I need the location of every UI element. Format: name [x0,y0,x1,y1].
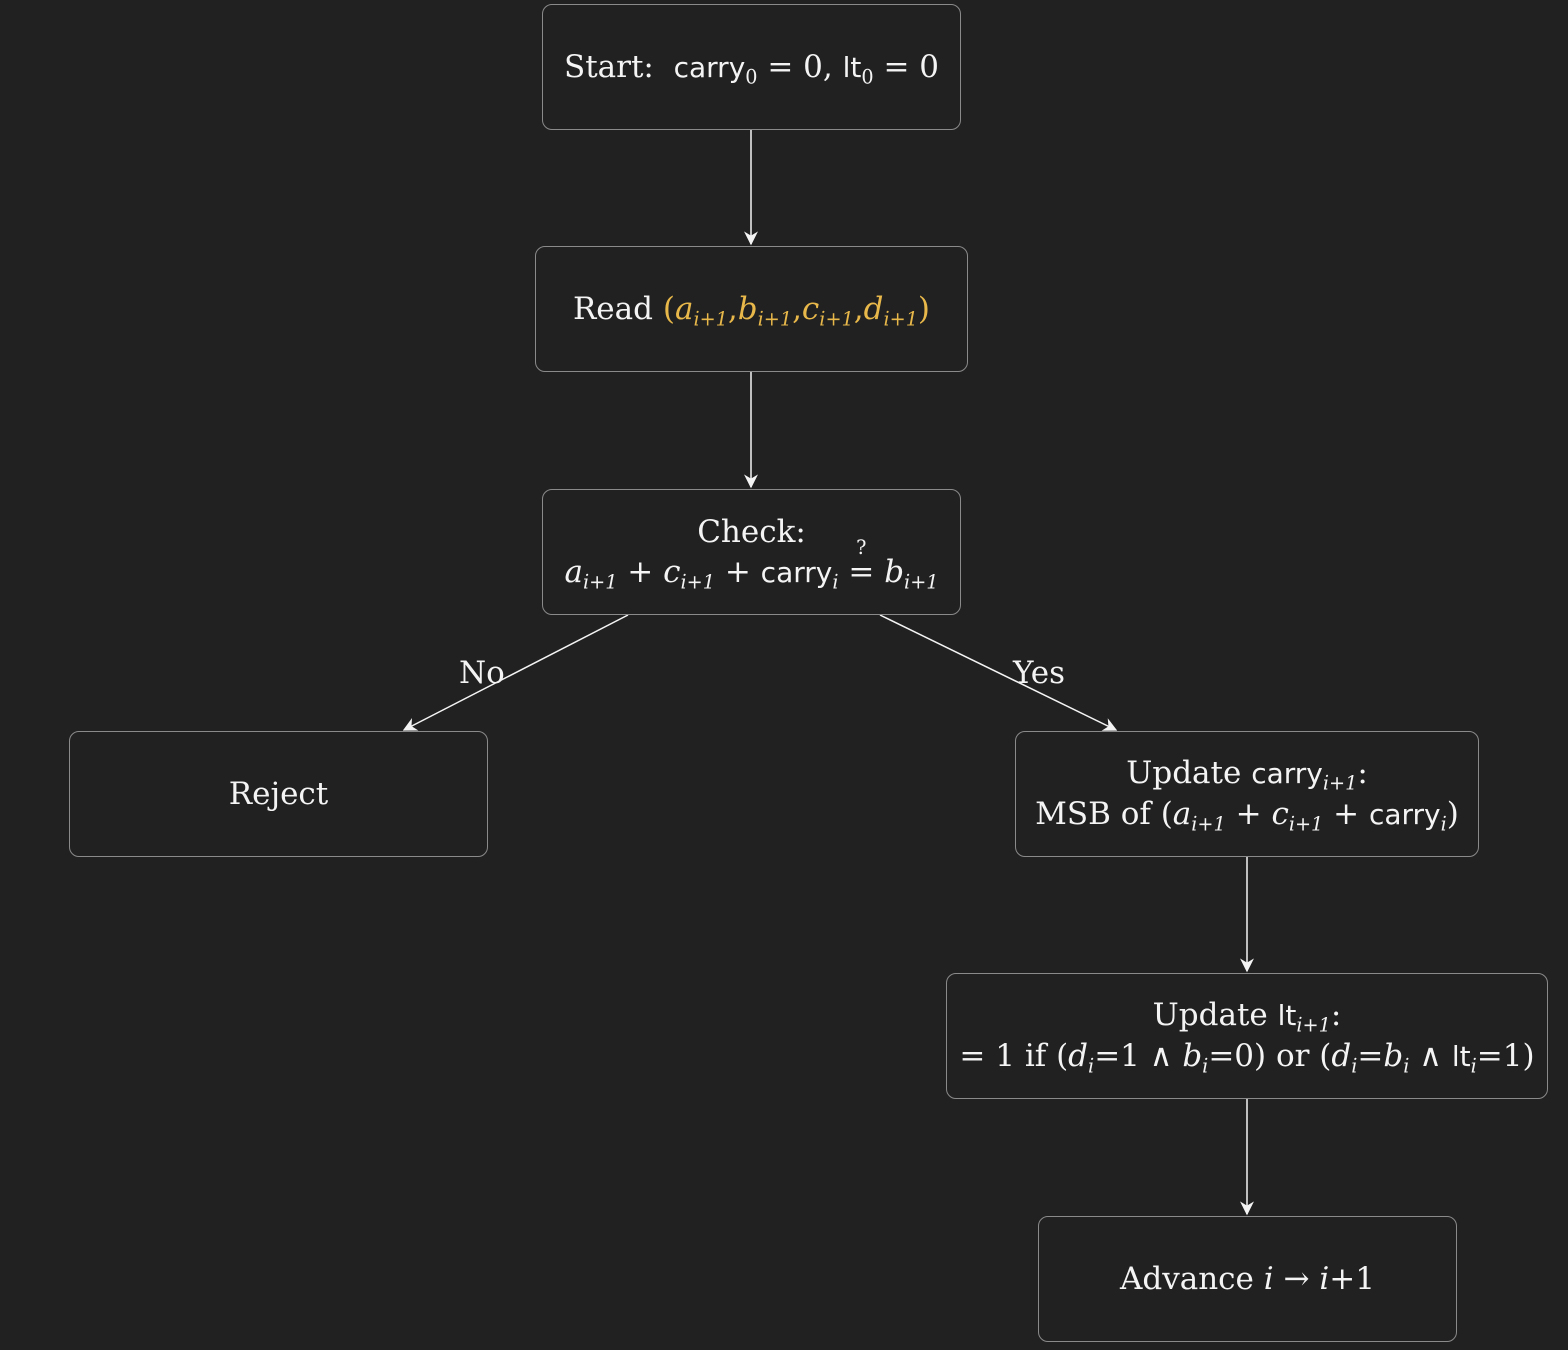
update-carry-node: Update carryi+1: MSB of (ai+1 + ci+1 + c… [1015,731,1479,857]
update-carry-title: Update carryi+1: [1126,755,1368,795]
edge-label-no: No [459,655,505,691]
edge-label-yes: Yes [1013,655,1066,691]
update-lt-title: Update lti+1: [1152,997,1342,1037]
edge-check-to-reject [402,614,629,731]
read-node: Read (ai+1,bi+1,ci+1,di+1) [535,246,968,372]
edge-check-to-update-carry [879,614,1118,731]
check-node-title: Check: [697,513,806,550]
reject-node: Reject [69,731,488,857]
advance-node-label: Advance i → i+1 [1119,1261,1375,1297]
check-node-formula: ai+1 + ci+1 + carryi =? bi+1 [564,535,939,594]
read-node-text: Read (ai+1,bi+1,ci+1,di+1) [572,291,931,331]
reject-node-label: Reject [228,776,329,812]
check-node: Check: ai+1 + ci+1 + carryi =? bi+1 [542,489,961,615]
update-carry-formula: MSB of (ai+1 + ci+1 + carryi) [1035,796,1459,836]
update-lt-node: Update lti+1: = 1 if (di=1 ∧ bi=0) or (d… [946,973,1548,1099]
update-lt-formula: = 1 if (di=1 ∧ bi=0) or (di=bi ∧ lti=1) [959,1038,1535,1078]
advance-node: Advance i → i+1 [1038,1216,1457,1342]
start-node-text: Start: carry0 = 0, lt0 = 0 [563,48,940,89]
start-node: Start: carry0 = 0, lt0 = 0 [542,4,961,130]
